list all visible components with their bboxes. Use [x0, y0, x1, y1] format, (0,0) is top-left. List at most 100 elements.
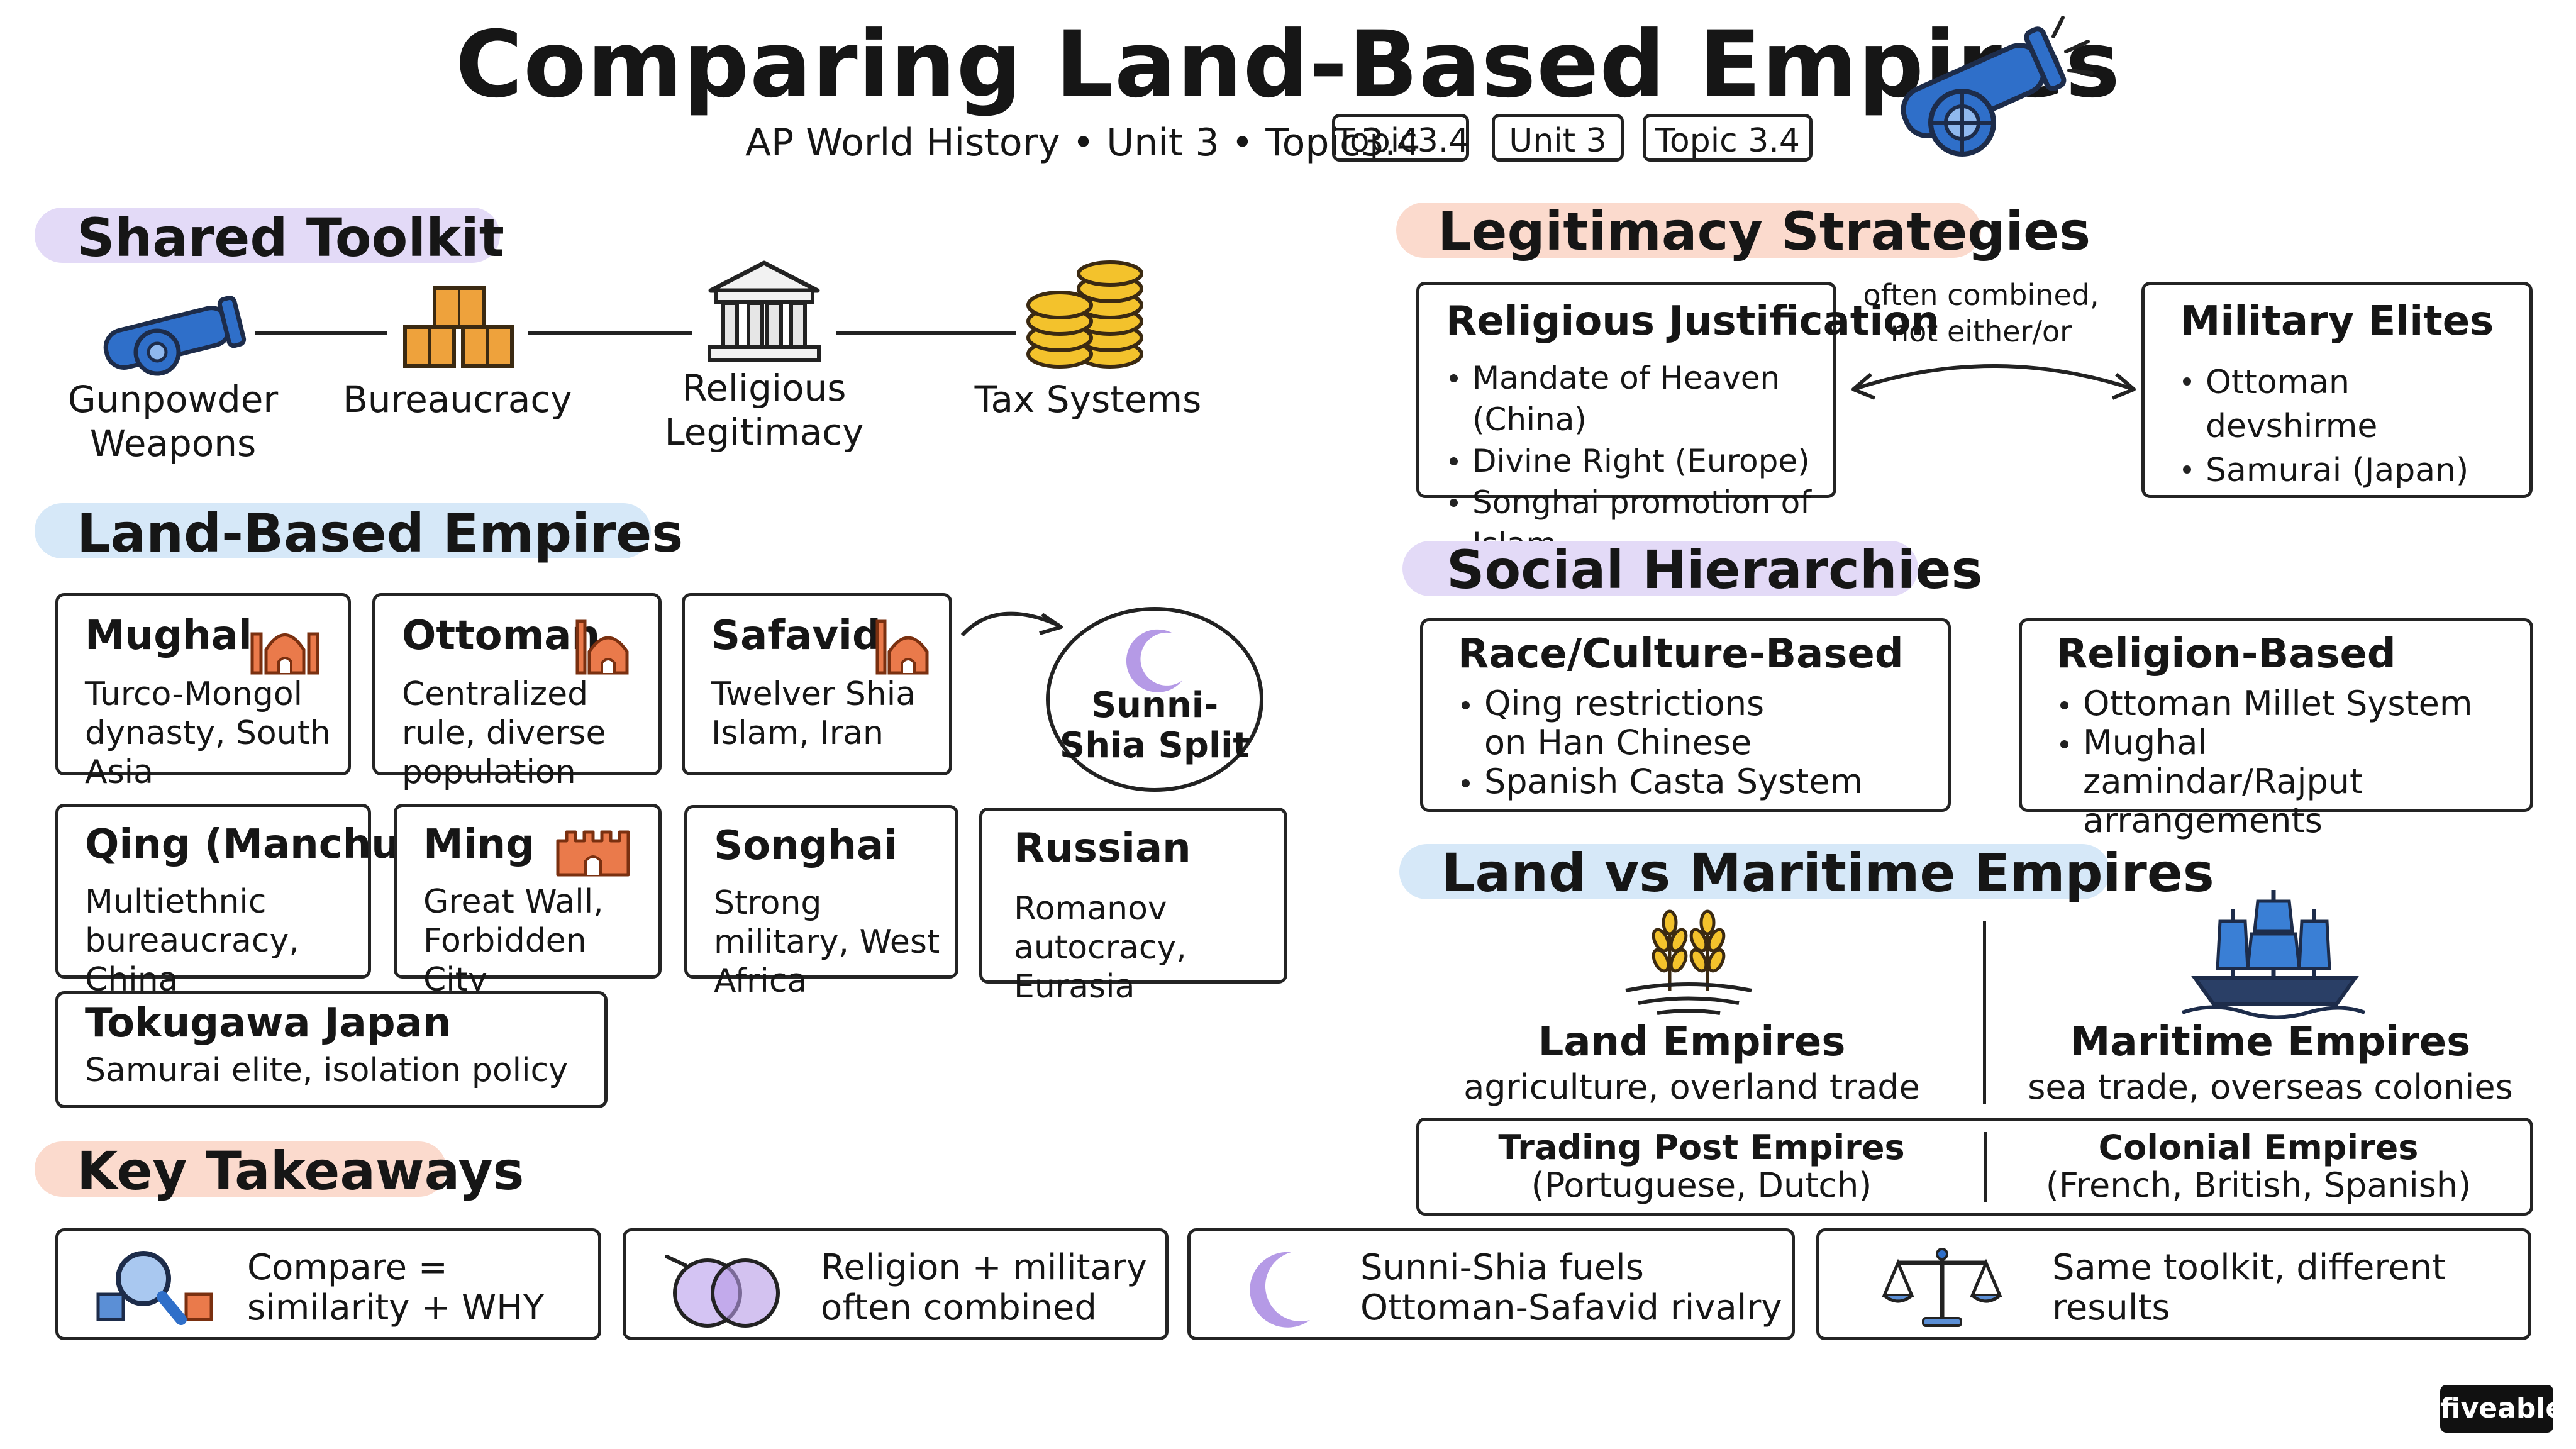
magnifier-icon — [96, 1251, 213, 1325]
social-heading: Social Hierarchies — [1446, 539, 1983, 601]
takeaway-text: Sunni-Shia fuels Ottoman-Safavid rivalry — [1360, 1247, 1782, 1328]
crescent-icon — [1126, 629, 1182, 692]
land-empires-title: Land Empires — [1538, 1019, 1846, 1065]
social-heading-highlight — [1402, 541, 1918, 596]
empires-heading-highlight — [35, 503, 651, 558]
bullet-item: Qing restrictions on Han Chinese — [1458, 684, 1811, 762]
empire-desc: Multiethnic bureaucracy, China — [85, 883, 299, 999]
takeaway-card: Same toolkit, different results — [1816, 1228, 2531, 1340]
empire-name: Mughal — [85, 613, 252, 659]
empire-name: Russian — [1014, 825, 1191, 872]
empire-card-safavid: Safavid Twelver Shia Islam, Iran — [682, 593, 952, 775]
maritime-types-box: Trading Post Empires (Portuguese, Dutch)… — [1416, 1118, 2533, 1216]
ship-icon — [2182, 890, 2366, 1019]
bullet-item: Divine Right (Europe) — [1446, 440, 1833, 482]
bullet-item: Spanish Casta System — [1458, 762, 1911, 801]
empire-desc: Romanov autocracy, Eurasia — [1014, 890, 1187, 1006]
takeaway-card: Compare = similarity + WHY — [55, 1228, 601, 1340]
boxes-icon — [403, 286, 514, 368]
trading-post-title: Trading Post Empires — [1498, 1128, 1905, 1167]
bullet-list: Qing restrictions on Han Chinese Spanish… — [1458, 684, 1911, 801]
empire-card-russian: Russian Romanov autocracy, Eurasia — [979, 808, 1287, 1006]
toolkit-heading: Shared Toolkit — [77, 207, 504, 269]
cannon-icon — [1901, 16, 2094, 157]
empire-name: Ottoman — [402, 613, 600, 659]
toolkit-connector — [255, 331, 387, 335]
bullet-item: Mandate of Heaven (China) — [1446, 357, 1833, 440]
maritime-empires-title: Maritime Empires — [2070, 1019, 2471, 1065]
toolkit-label-gunpowder: Gunpowder Weapons — [67, 378, 279, 465]
coins-icon — [1026, 260, 1143, 369]
empire-desc: Turco-Mongol dynasty, South Asia — [85, 675, 331, 791]
crescent-icon — [1250, 1252, 1310, 1328]
empire-name: Safavid — [711, 613, 881, 659]
empire-card-tokugawa: Tokugawa Japan Samurai elite, isolation … — [55, 991, 608, 1108]
tag-topic: Topic3.4 — [1332, 114, 1469, 162]
takeaway-text: Religion + military often combined — [821, 1247, 1148, 1328]
bullet-item: Mughal zamindar/Rajput arrangements — [2057, 723, 2473, 840]
land-empires-desc: agriculture, overland trade — [1463, 1067, 1920, 1107]
empire-card-songhai: Songhai Strong military, West Africa — [684, 805, 958, 1000]
card-title: Military Elites — [2180, 298, 2494, 345]
bullet-item: Samurai (Japan) — [2179, 448, 2529, 492]
takeaway-text: Compare = similarity + WHY — [247, 1247, 545, 1328]
religious-justification-card: Religious Justification Mandate of Heave… — [1416, 282, 1940, 562]
tag-unit: Unit 3 — [1492, 114, 1624, 162]
empire-card-mughal: Mughal Turco-Mongol dynasty, South Asia — [55, 593, 351, 791]
sunni-shia-split-circle — [1046, 607, 1263, 792]
empire-card-qing: Qing (Manchu) Multiethnic bureaucracy, C… — [55, 804, 418, 999]
colonial-desc: (French, British, Spanish) — [2045, 1165, 2472, 1205]
empire-card-ming: Ming Great Wall, Forbidden City — [394, 804, 662, 999]
takeaway-card: Sunni-Shia fuels Ottoman-Safavid rivalry — [1187, 1228, 1795, 1340]
arrow-icon — [960, 611, 1063, 637]
toolkit-label-tax: Tax Systems — [974, 378, 1202, 421]
colonial-title: Colonial Empires — [2098, 1128, 2419, 1167]
empire-name: Ming — [423, 821, 535, 868]
toolkit-label-bureaucracy: Bureaucracy — [343, 378, 572, 421]
military-elites-card: Military Elites Ottoman devshirme Samura… — [2141, 282, 2533, 498]
land-maritime-heading: Land vs Maritime Empires — [1441, 842, 2214, 904]
legitimacy-heading-highlight — [1396, 203, 1981, 258]
temple-icon — [708, 260, 821, 362]
race-culture-card: Race/Culture-Based Qing restrictions on … — [1420, 618, 1951, 812]
wheat-icon — [1625, 909, 1752, 1015]
bullet-list: Ottoman devshirme Samurai (Japan) — [2179, 360, 2529, 492]
empire-desc: Centralized rule, diverse population — [402, 675, 606, 791]
card-title: Religion-Based — [2057, 631, 2396, 677]
empire-desc: Great Wall, Forbidden City — [423, 883, 604, 999]
mosque-icon — [575, 619, 629, 675]
tag-topic-alt: Topic 3.4 — [1643, 114, 1813, 162]
cannon-icon — [103, 296, 247, 376]
page-title: Comparing Land-Based Empires — [455, 11, 2121, 118]
bullet-item: Ottoman devshirme — [2179, 360, 2529, 448]
religion-based-card: Religion-Based Ottoman Millet System Mug… — [2019, 618, 2533, 840]
scales-icon — [1882, 1248, 2002, 1327]
wall-icon — [556, 830, 630, 877]
takeaway-text: Same toolkit, different results — [2052, 1247, 2446, 1328]
column-divider — [1983, 921, 1986, 1104]
takeaway-card: Religion + military often combined — [623, 1228, 1169, 1340]
empire-name: Tokugawa Japan — [85, 1000, 452, 1046]
takeaways-heading: Key Takeaways — [77, 1140, 525, 1202]
column-divider — [1984, 1132, 1987, 1202]
toolkit-connector — [528, 331, 692, 335]
toolkit-connector — [836, 331, 1016, 335]
card-title: Race/Culture-Based — [1458, 631, 1904, 677]
toolkit-label-religious: Religious Legitimacy — [664, 367, 864, 453]
toolkit-heading-highlight — [35, 208, 500, 263]
bullet-list: Ottoman Millet System Mughal zamindar/Ra… — [2057, 684, 2497, 840]
empire-desc: Strong military, West Africa — [714, 884, 940, 1000]
empire-card-ottoman: Ottoman Centralized rule, diverse popula… — [372, 593, 662, 791]
venn-icon — [665, 1255, 780, 1328]
takeaways-heading-highlight — [35, 1141, 447, 1197]
land-maritime-heading-highlight — [1399, 844, 2110, 899]
card-title: Religious Justification — [1446, 298, 1940, 345]
page-subtitle: AP World History • Unit 3 • Topic3.4 — [745, 121, 1421, 165]
brand-logo: fiveable — [2440, 1385, 2564, 1433]
empire-name: Qing (Manchu) — [85, 821, 418, 868]
sunni-shia-split-label: Sunni-Shia Split — [1059, 685, 1250, 766]
trading-post-desc: (Portuguese, Dutch) — [1531, 1165, 1872, 1205]
empire-desc: Samurai elite, isolation policy — [85, 1052, 568, 1089]
empire-desc: Twelver Shia Islam, Iran — [711, 675, 916, 752]
bullet-list: Mandate of Heaven (China) Divine Right (… — [1446, 357, 1833, 565]
